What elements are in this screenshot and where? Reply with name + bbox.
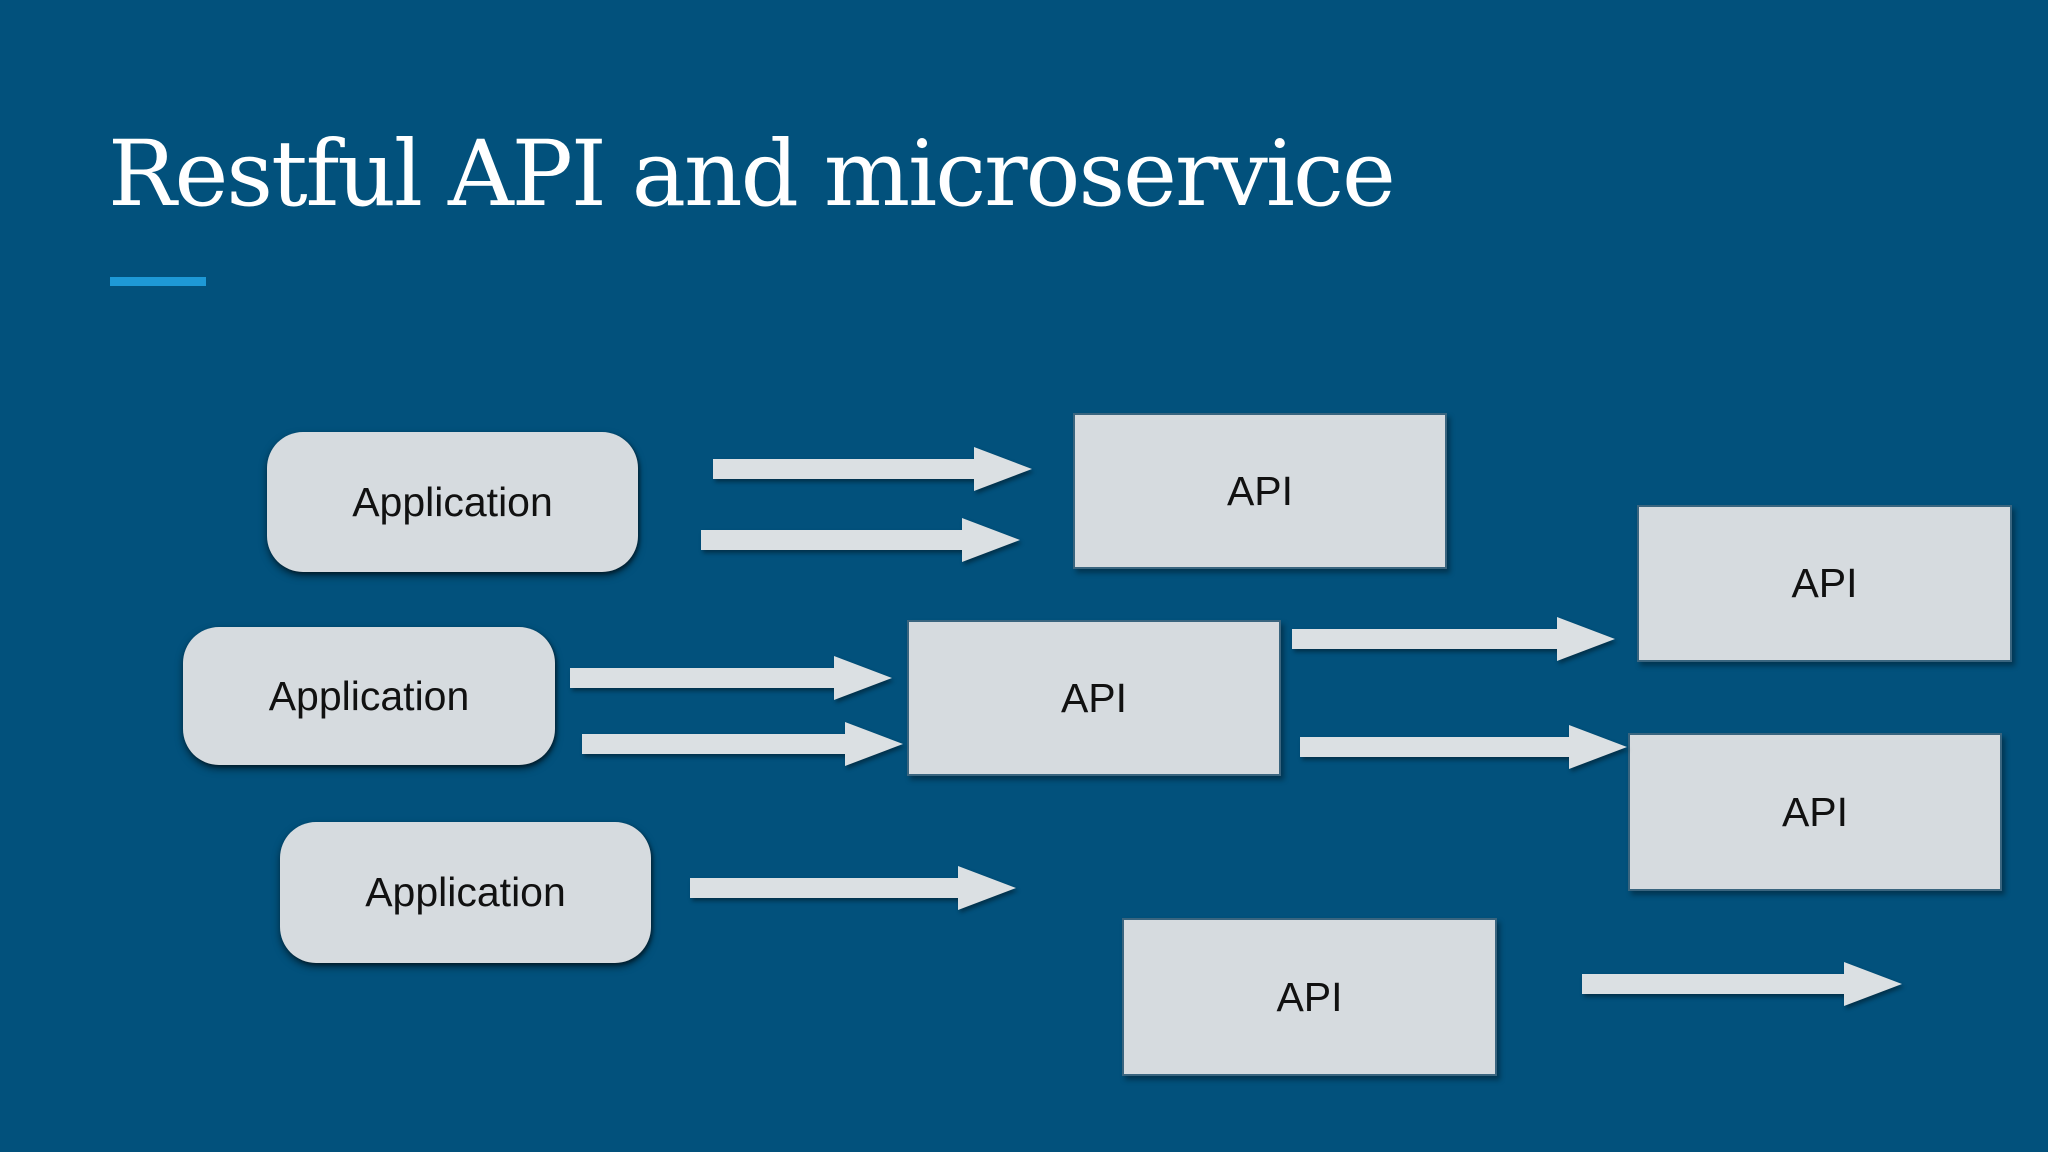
application-node-2-label: Application — [268, 672, 470, 719]
api-node-right-upper: API — [1637, 505, 2012, 662]
application-node-3-label: Application — [365, 869, 566, 915]
application-node-1: Application — [267, 432, 638, 572]
arrow-api-bottom-to-right — [1582, 962, 1902, 1006]
title-accent-bar — [110, 277, 206, 286]
api-node-bottom-label: API — [1276, 973, 1343, 1020]
api-node-bottom: API — [1122, 918, 1497, 1076]
arrow-shaft — [701, 530, 962, 550]
arrow-head-icon — [1569, 725, 1627, 769]
arrow-head-icon — [845, 722, 903, 766]
arrow-head-icon — [1844, 962, 1902, 1006]
api-node-top: API — [1073, 413, 1447, 569]
arrow-head-icon — [1557, 617, 1615, 661]
arrow-application1-to-api-top-upper — [713, 447, 1032, 491]
api-node-middle-label: API — [1060, 674, 1128, 721]
slide-title: Restful API and microservice — [108, 122, 1396, 227]
application-node-3: Application — [280, 822, 651, 963]
arrow-shaft — [1582, 974, 1844, 994]
arrow-shaft — [690, 878, 958, 898]
arrow-shaft — [1300, 737, 1569, 757]
arrow-application1-to-api-top-lower — [701, 518, 1020, 562]
arrow-application3-to-api-bottom — [690, 866, 1016, 910]
arrow-application2-to-api-middle-upper — [570, 656, 892, 700]
api-node-right-lower-label: API — [1781, 788, 1849, 835]
api-node-top-label: API — [1226, 467, 1294, 514]
application-node-2: Application — [183, 627, 555, 765]
arrow-api-middle-to-api-right-lower — [1300, 725, 1627, 769]
application-node-1-label: Application — [352, 478, 553, 525]
arrow-shaft — [713, 459, 974, 479]
arrow-head-icon — [958, 866, 1016, 910]
api-node-right-lower: API — [1628, 733, 2002, 891]
api-node-middle: API — [907, 620, 1281, 776]
arrow-head-icon — [974, 447, 1032, 491]
arrow-api-middle-to-api-right-upper — [1292, 617, 1615, 661]
arrow-shaft — [570, 668, 834, 688]
arrow-head-icon — [962, 518, 1020, 562]
arrow-shaft — [582, 734, 845, 754]
arrow-application2-to-api-middle-lower — [582, 722, 903, 766]
arrow-shaft — [1292, 629, 1557, 649]
api-node-right-upper-label: API — [1791, 560, 1858, 606]
arrow-head-icon — [834, 656, 892, 700]
